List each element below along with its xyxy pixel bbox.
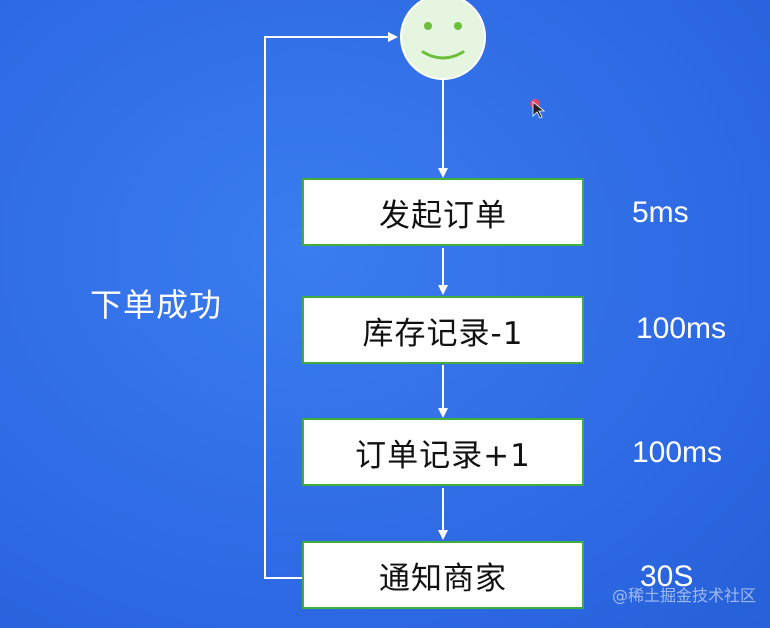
step-box-inventory-decrement: 库存记录-1 — [302, 296, 584, 364]
loop-label: 下单成功 — [90, 286, 223, 324]
mouse-cursor-icon — [530, 99, 545, 119]
step-box-order-increment: 订单记录+1 — [302, 418, 584, 486]
watermark: @稀土掘金技术社区 — [611, 586, 756, 605]
step-label: 库存记录-1 — [362, 315, 524, 352]
smiley-face-icon — [400, 0, 486, 80]
step-box-create-order: 发起订单 — [302, 178, 584, 246]
timing-label: 5ms — [632, 196, 689, 229]
step-label: 发起订单 — [379, 197, 507, 234]
step-box-notify-merchant: 通知商家 — [302, 541, 584, 609]
loop-back-arrow — [264, 32, 398, 579]
step-label: 订单记录+1 — [355, 437, 531, 474]
timing-label: 100ms — [632, 436, 723, 469]
timing-label: 30S — [640, 560, 694, 593]
step-label: 通知商家 — [379, 560, 507, 597]
timing-label: 100ms — [636, 312, 727, 345]
